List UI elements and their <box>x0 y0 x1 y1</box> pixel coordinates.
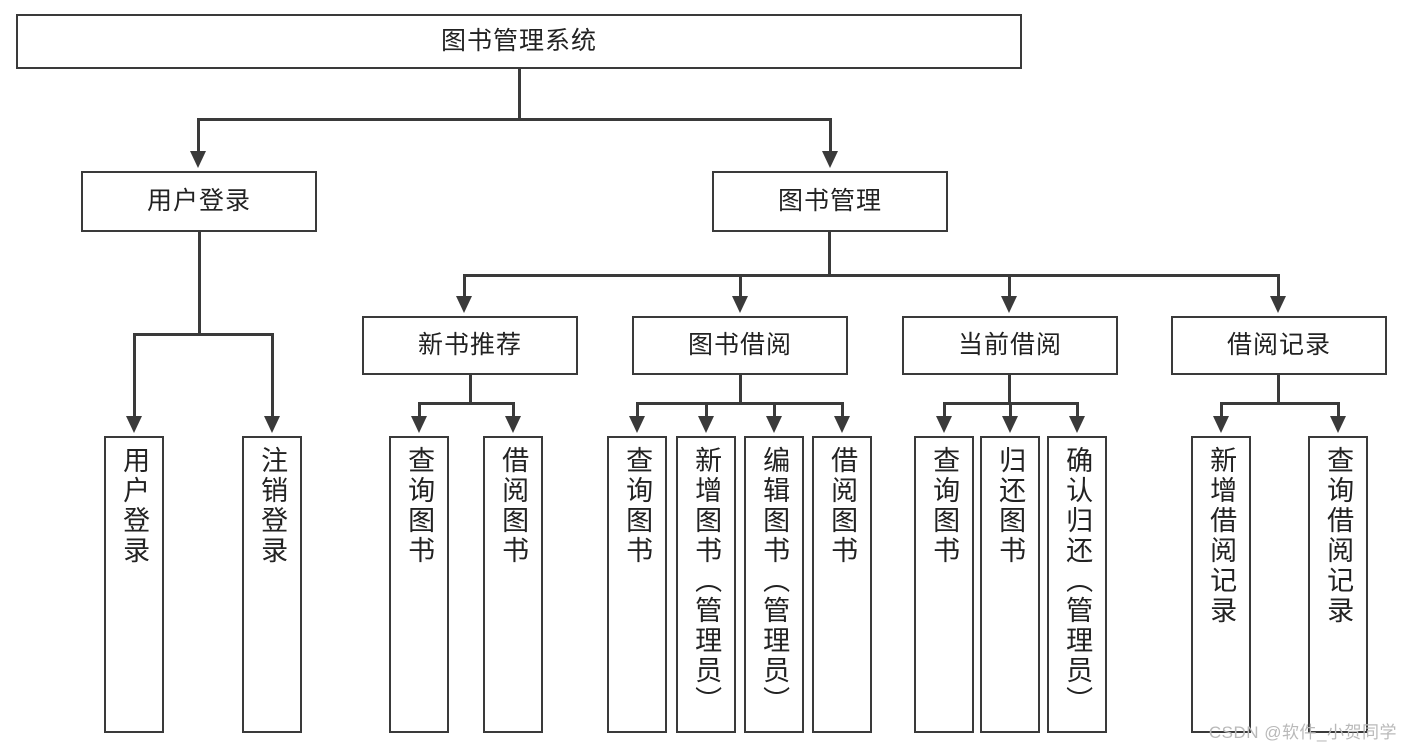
leaf-current-query-book[interactable]: 查询图书 <box>914 436 974 733</box>
edge-user-login-leaf-1 <box>133 333 136 416</box>
edge-to-new-book <box>463 274 466 298</box>
edge-to-user-login <box>197 118 200 151</box>
edge-user-login-stem <box>198 232 201 335</box>
leaf-add-book-admin[interactable]: 新增图书（管理员） <box>676 436 736 733</box>
node-label: 编辑图书（管理员） <box>759 446 790 716</box>
edge-book-manage-bar <box>463 274 1279 277</box>
node-label: 借阅图书 <box>827 446 858 566</box>
arrow-current-borrow-leaf-3 <box>1069 416 1085 433</box>
node-label: 确认归还（管理员） <box>1062 446 1093 716</box>
arrow-user-login-leaf-1 <box>126 416 142 433</box>
node-book-borrow[interactable]: 图书借阅 <box>632 316 848 375</box>
arrow-to-user-login <box>190 151 206 168</box>
node-label: 查询图书 <box>929 446 960 566</box>
leaf-borrow-query-book[interactable]: 查询图书 <box>607 436 667 733</box>
leaf-new-book-borrow[interactable]: 借阅图书 <box>483 436 543 733</box>
edge-book-borrow-leaf-1 <box>636 402 639 416</box>
arrow-to-new-book <box>456 296 472 313</box>
edge-book-borrow-stem <box>739 375 742 404</box>
node-label: 借阅记录 <box>1226 330 1331 359</box>
edge-user-login-leaf-2 <box>271 333 274 416</box>
arrow-to-borrow-record <box>1270 296 1286 313</box>
edge-root-stem <box>518 69 521 120</box>
arrow-new-book-leaf-1 <box>411 416 427 433</box>
arrow-book-borrow-leaf-3 <box>766 416 782 433</box>
edge-new-book-stem <box>469 375 472 404</box>
arrow-borrow-record-leaf-1 <box>1213 416 1229 433</box>
node-user-login[interactable]: 用户登录 <box>81 171 317 232</box>
edge-current-borrow-leaf-2 <box>1009 402 1012 416</box>
leaf-confirm-return-admin[interactable]: 确认归还（管理员） <box>1047 436 1107 733</box>
edge-root-bar <box>197 118 831 121</box>
leaf-edit-book-admin[interactable]: 编辑图书（管理员） <box>744 436 804 733</box>
edge-book-borrow-leaf-2 <box>705 402 708 416</box>
edge-borrow-record-leaf-1 <box>1220 402 1223 416</box>
node-label: 新书推荐 <box>417 330 522 359</box>
node-label: 用户登录 <box>146 186 251 215</box>
node-label: 用户登录 <box>119 446 150 566</box>
leaf-query-borrow-record[interactable]: 查询借阅记录 <box>1308 436 1368 733</box>
edge-borrow-record-stem <box>1277 375 1280 404</box>
node-label: 当前借阅 <box>957 330 1062 359</box>
edge-borrow-record-leaf-2 <box>1337 402 1340 416</box>
edge-new-book-leaf-2 <box>512 402 515 416</box>
node-label: 查询图书 <box>622 446 653 566</box>
leaf-add-borrow-record[interactable]: 新增借阅记录 <box>1191 436 1251 733</box>
edge-book-borrow-leaf-4 <box>841 402 844 416</box>
edge-to-borrow-record <box>1277 274 1280 298</box>
node-current-borrow[interactable]: 当前借阅 <box>902 316 1118 375</box>
leaf-borrow-book[interactable]: 借阅图书 <box>812 436 872 733</box>
node-label: 查询借阅记录 <box>1323 446 1354 626</box>
edge-current-borrow-stem <box>1008 375 1011 404</box>
node-book-manage[interactable]: 图书管理 <box>712 171 948 232</box>
arrow-to-current-borrow <box>1001 296 1017 313</box>
edge-new-book-leaf-1 <box>418 402 421 416</box>
arrow-borrow-record-leaf-2 <box>1330 416 1346 433</box>
arrow-current-borrow-leaf-2 <box>1002 416 1018 433</box>
node-label: 查询图书 <box>404 446 435 566</box>
node-label: 新增借阅记录 <box>1206 446 1237 626</box>
leaf-user-login[interactable]: 用户登录 <box>104 436 164 733</box>
node-label: 图书管理系统 <box>440 26 597 55</box>
node-label: 注销登录 <box>257 446 288 566</box>
edge-to-book-manage <box>829 118 832 151</box>
leaf-logout[interactable]: 注销登录 <box>242 436 302 733</box>
node-label: 图书借阅 <box>687 330 792 359</box>
node-label: 借阅图书 <box>498 446 529 566</box>
edge-book-borrow-bar <box>636 402 844 405</box>
arrow-book-borrow-leaf-4 <box>834 416 850 433</box>
arrow-book-borrow-leaf-2 <box>698 416 714 433</box>
arrow-current-borrow-leaf-1 <box>936 416 952 433</box>
node-label: 图书管理 <box>777 186 882 215</box>
node-label: 归还图书 <box>995 446 1026 566</box>
edge-current-borrow-leaf-1 <box>943 402 946 416</box>
node-label: 新增图书（管理员） <box>691 446 722 716</box>
edge-book-manage-stem <box>828 232 831 276</box>
arrow-to-book-borrow <box>732 296 748 313</box>
edge-book-borrow-leaf-3 <box>773 402 776 416</box>
leaf-return-book[interactable]: 归还图书 <box>980 436 1040 733</box>
node-new-book-recommend[interactable]: 新书推荐 <box>362 316 578 375</box>
node-root-system[interactable]: 图书管理系统 <box>16 14 1022 69</box>
arrow-to-book-manage <box>822 151 838 168</box>
arrow-book-borrow-leaf-1 <box>629 416 645 433</box>
edge-current-borrow-leaf-3 <box>1076 402 1079 416</box>
leaf-new-book-query[interactable]: 查询图书 <box>389 436 449 733</box>
node-borrow-record[interactable]: 借阅记录 <box>1171 316 1387 375</box>
edge-to-book-borrow <box>739 274 742 298</box>
edge-user-login-bar <box>133 333 273 336</box>
edge-borrow-record-bar <box>1220 402 1339 405</box>
edge-new-book-bar <box>418 402 514 405</box>
arrow-user-login-leaf-2 <box>264 416 280 433</box>
arrow-new-book-leaf-2 <box>505 416 521 433</box>
edge-to-current-borrow <box>1008 274 1011 298</box>
